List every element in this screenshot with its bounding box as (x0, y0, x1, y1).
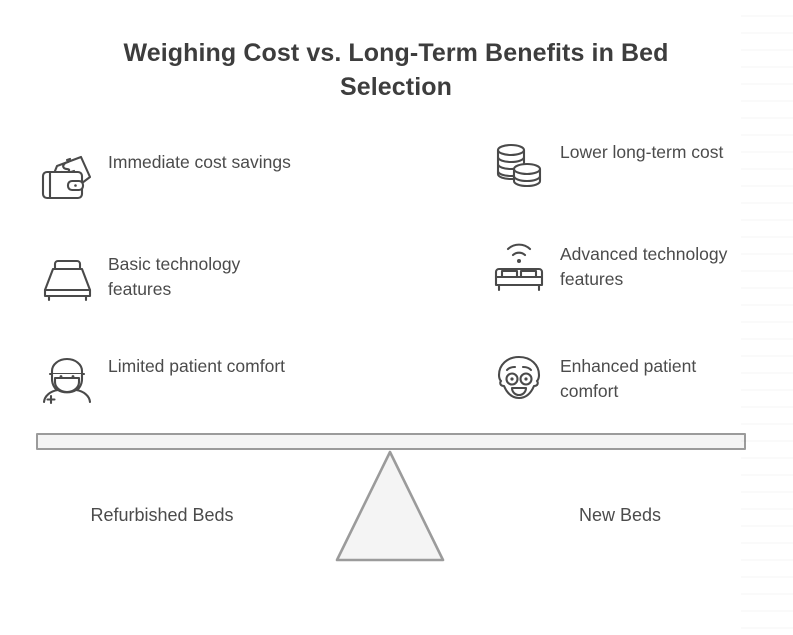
left-item-3-label: Limited patient comfort (108, 356, 286, 376)
right-item-3: Enhanced patient comfort (488, 350, 745, 408)
bed-basic-icon (36, 248, 98, 306)
left-item-1: Immediate cost savings (36, 146, 291, 204)
smart-bed-wifi-icon (488, 238, 550, 296)
left-item-2: Basic technology features (36, 248, 293, 306)
balance-fulcrum (330, 448, 450, 564)
edge-texture (741, 0, 793, 635)
masked-patient-icon (36, 350, 98, 408)
wallet-cash-icon (36, 146, 98, 204)
left-pan-label: Refurbished Beds (90, 505, 234, 525)
balance-beam (36, 433, 746, 450)
right-item-2-label: Advanced technology features (560, 244, 728, 289)
right-item-2: Advanced technology features (488, 238, 745, 296)
page-title: Weighing Cost vs. Long-Term Benefits in … (123, 39, 669, 101)
right-item-1-label: Lower long-term cost (560, 142, 724, 162)
right-item-3-label: Enhanced patient comfort (560, 356, 697, 401)
coin-stack-icon (488, 136, 550, 194)
smiling-face-icon (488, 350, 550, 408)
right-pan-label: New Beds (578, 505, 662, 525)
right-item-1: Lower long-term cost (488, 136, 723, 194)
left-item-1-label: Immediate cost savings (108, 152, 291, 172)
left-item-3: Limited patient comfort (36, 350, 285, 408)
left-item-2-label: Basic technology features (108, 254, 241, 299)
